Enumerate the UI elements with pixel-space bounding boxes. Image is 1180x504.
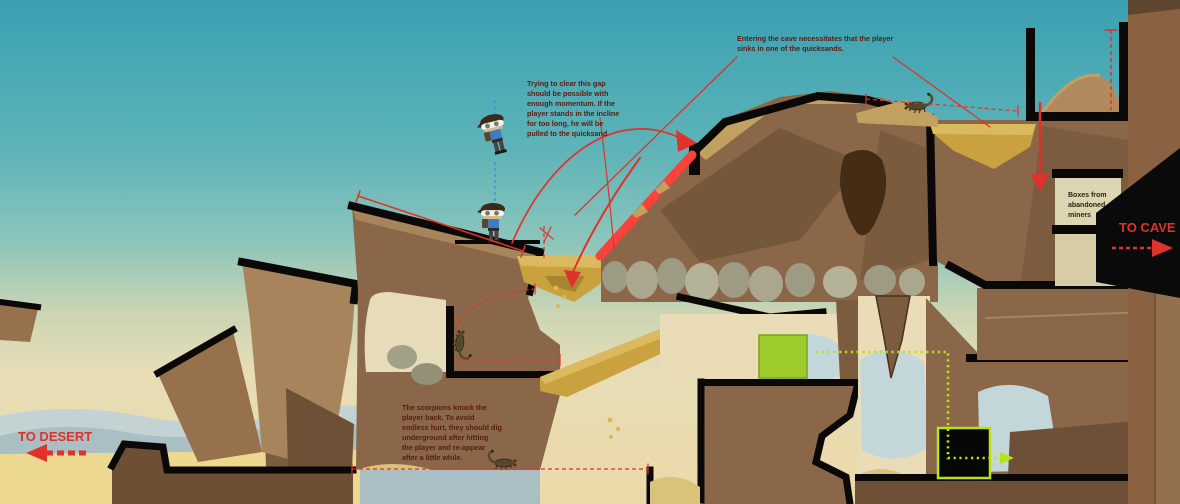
- terrain-far-left-ledge: [0, 304, 38, 342]
- terrain-center-mass: [701, 386, 858, 504]
- svg-text:for too long, he will be: for too long, he will be: [527, 119, 603, 128]
- shaft-sand-heap: [1040, 75, 1122, 116]
- shaft-floor: [1026, 112, 1130, 121]
- annotation-scorpions: The scorpions knock the player back. To …: [402, 403, 502, 462]
- cavern-window: [364, 292, 446, 372]
- svg-text:The scorpions knock the: The scorpions knock the: [402, 403, 487, 412]
- pit-sand-pile: [650, 477, 700, 504]
- miner-box-text-line: miners: [1068, 212, 1091, 219]
- cavern-boulder: [411, 363, 443, 385]
- annotation-quicksand-cave: Entering the cave necessitates that the …: [737, 34, 893, 53]
- svg-text:should be possible with: should be possible with: [527, 89, 608, 98]
- drop-arrowhead: [1031, 174, 1049, 192]
- svg-text:underground after hitting: underground after hitting: [402, 433, 488, 442]
- svg-text:player stands in the incline: player stands in the incline: [527, 109, 619, 118]
- terrain-left-group: [0, 257, 361, 504]
- terrain-dark-pillar: [286, 388, 354, 470]
- terrain-right-chamber: [855, 354, 1157, 504]
- terrain-big-mound: [595, 91, 938, 302]
- svg-text:Trying to clear this gap: Trying to clear this gap: [527, 79, 606, 88]
- to-cave-label: TO CAVE: [1119, 220, 1176, 235]
- miner-box-text-line: abandoned: [1068, 202, 1105, 209]
- crate-target-slot: [936, 426, 992, 480]
- incline-top-wall: [689, 143, 700, 175]
- quicksand-upper-basin: [517, 256, 608, 302]
- terrain-leaning-slab: [158, 331, 262, 462]
- scorpion-ledge-floor: [446, 371, 562, 378]
- cave-teeth-boulders: [602, 258, 925, 302]
- miner-box-text-line: Boxes from: [1068, 192, 1107, 199]
- svg-text:player back. To avoid: player back. To avoid: [402, 413, 475, 422]
- svg-text:pulled to the quicksand: pulled to the quicksand: [527, 129, 607, 138]
- terrain-left-floor: [112, 444, 353, 504]
- shaft-right-wall: [1119, 22, 1129, 118]
- annotation-gap-jump: Trying to clear this gap should be possi…: [527, 79, 619, 138]
- cavern-boulder: [387, 345, 417, 369]
- to-desert-arrow-icon: [26, 444, 47, 462]
- to-desert-exit: TO DESERT: [18, 429, 92, 462]
- cave-entrance-wedge: [1096, 148, 1180, 298]
- svg-text:sinks in one of the quicksands: sinks in one of the quicksands.: [737, 44, 844, 53]
- svg-text:the player and re-appear: the player and re-appear: [402, 443, 486, 452]
- annotation-graphics: [351, 29, 1118, 475]
- terrain-stand-rock: [347, 201, 562, 470]
- quicksand-arrowhead: [564, 270, 581, 288]
- to-desert-label: TO DESERT: [18, 429, 92, 444]
- jump-arrowhead: [676, 130, 697, 152]
- svg-text:endless hurt, they should dig: endless hurt, they should dig: [402, 423, 502, 432]
- svg-text:after a little while.: after a little while.: [402, 453, 462, 462]
- svg-text:enough momentum. If the: enough momentum. If the: [527, 99, 615, 108]
- to-cave-arrow-icon: [1152, 239, 1173, 257]
- pushable-crate: [758, 334, 808, 379]
- shaft-left-wall: [1026, 28, 1035, 118]
- cave-hole: [840, 150, 887, 236]
- mound-sand-cap: [694, 92, 936, 160]
- quicksand-top-pit: [930, 124, 1036, 169]
- to-cave-exit: TO CAVE: [1096, 148, 1180, 298]
- incline-red-strip: [595, 150, 697, 261]
- crate-push-path: [816, 350, 1014, 464]
- scorpion-ledge-wall: [446, 306, 454, 376]
- crate-ledge: [698, 379, 858, 386]
- svg-text:Entering the cave necessitates: Entering the cave necessitates that the …: [737, 34, 893, 43]
